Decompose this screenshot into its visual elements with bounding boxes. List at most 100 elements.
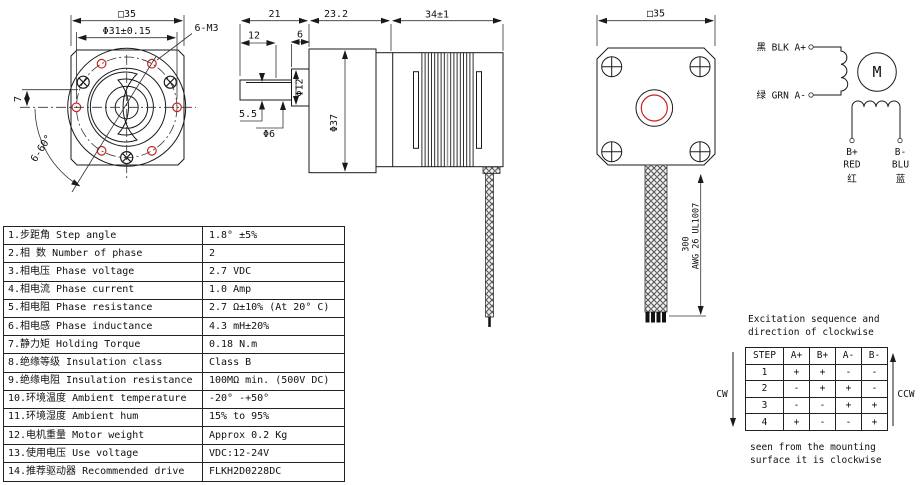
excitation-title-line1: Excitation sequence and — [748, 314, 880, 325]
exc-cell: - — [835, 363, 862, 382]
spec-label: 1.步距角 Step angle — [3, 225, 203, 246]
b-neg-color-label: BLU — [892, 160, 909, 171]
spec-value: 1.0 Amp — [202, 280, 345, 300]
spec-label: 10.环境温度 Ambient temperature — [3, 389, 203, 409]
b-pos-cn-label: 红 — [847, 173, 857, 185]
spec-value: 2.7 VDC — [202, 262, 345, 282]
dim-bolt-circle: Φ31±0.15 — [103, 26, 151, 37]
exc-cell: - — [861, 380, 888, 398]
table-row: 2 - + + - — [745, 380, 888, 398]
dim-flat-length: 12 — [248, 31, 260, 42]
rear-view-drawing: □35 300 AWG 26 UL1007 — [596, 9, 716, 323]
motor-symbol: M — [872, 63, 881, 81]
exc-cell: + — [809, 363, 836, 382]
spec-label: 14.推荐驱动器 Recommended drive — [3, 462, 203, 482]
spec-value: 4.3 mH±20% — [202, 316, 345, 337]
dim-boss-dia: Φ12 — [295, 78, 306, 96]
spec-value: 100MΩ min. (500V DC) — [202, 371, 345, 391]
assembly-screws — [76, 75, 177, 165]
exc-header: STEP — [745, 347, 784, 365]
lead-cable — [644, 164, 668, 313]
front-view-drawing: □35 Φ31±0.15 6-M3 7 6-60° — [13, 9, 219, 193]
spec-label: 12.电机重量 Motor weight — [3, 426, 203, 446]
exc-cell: + — [835, 380, 862, 398]
corner-screws — [601, 56, 711, 163]
excitation-table: STEP A+ B+ A- B- 1 + + - - 2 - + + - 3 -… — [745, 347, 888, 431]
exc-cell: 4 — [745, 413, 784, 431]
b-neg-cn-label: 蓝 — [896, 173, 906, 185]
ccw-label: CCW — [897, 389, 914, 400]
spec-value: 0.18 N.m — [202, 335, 345, 355]
exc-header: A- — [835, 347, 862, 365]
exc-cell: - — [783, 380, 810, 398]
phase-a-pos-label: 黑 BLK A+ — [756, 43, 806, 54]
exc-cell: 2 — [745, 380, 784, 398]
spec-value: 2 — [202, 244, 345, 264]
table-row: 10.环境温度 Ambient temperature-20° -+50° — [3, 389, 345, 409]
dim-rear-width: □35 — [647, 9, 665, 20]
spec-label: 2.相 数 Number of phase — [3, 244, 203, 264]
spec-label: 7.静力矩 Holding Torque — [3, 335, 203, 355]
spec-value: FLKH2D0228DC — [202, 462, 345, 482]
dim-offset-7: 7 — [13, 96, 24, 102]
dim-flat-depth: 5.5 — [239, 109, 257, 120]
spec-label: 4.相电流 Phase current — [3, 280, 203, 300]
spec-value: 2.7 Ω±10% (At 20° C) — [202, 298, 345, 318]
b-pos-color-label: RED — [843, 160, 860, 171]
excitation-note: seen from the mounting surface it is clo… — [750, 441, 882, 467]
rear-hub — [635, 89, 674, 127]
motor-lead-wire — [485, 173, 494, 318]
dim-body-dia: Φ37 — [329, 114, 340, 132]
exc-cell: + — [783, 363, 810, 382]
dim-boss-length: 6 — [297, 30, 303, 41]
exc-cell: - — [809, 413, 836, 431]
b-neg-label: B- — [895, 147, 906, 158]
b-pos-label: B+ — [846, 147, 858, 158]
dim-front-width: □35 — [118, 9, 136, 20]
spec-label: 3.相电压 Phase voltage — [3, 262, 203, 282]
exc-cell: - — [861, 363, 888, 382]
exc-cell: 1 — [745, 363, 784, 382]
spec-value: 15% to 95% — [202, 407, 345, 428]
exc-header: B- — [861, 347, 888, 365]
spec-value: VDC:12-24V — [202, 444, 345, 464]
exc-header: B+ — [809, 347, 836, 365]
spec-value: -20° -+50° — [202, 389, 345, 409]
exc-cell: + — [835, 396, 862, 415]
exc-cell: - — [783, 396, 810, 415]
motor-symbol-circle — [857, 52, 897, 92]
exc-cell: + — [861, 396, 888, 415]
dim-gearbox-length: 23.2 — [324, 9, 348, 20]
table-row: 3 - - + + — [745, 396, 888, 415]
phase-a-coil — [813, 46, 849, 96]
spec-label: 9.绝缘电阻 Insulation resistance — [3, 371, 203, 391]
rotation-arrows: CW CCW — [716, 352, 915, 427]
phase-a-neg-label: 绿 GRN A- — [756, 90, 806, 102]
exc-cell: + — [861, 413, 888, 431]
wiring-diagram: 黑 BLK A+ 绿 GRN A- M B+ RED 红 B- BLU 蓝 — [756, 43, 909, 186]
spec-label: 13.使用电压 Use voltage — [3, 444, 203, 464]
cw-label: CW — [716, 389, 728, 400]
table-row: 1 + + - - — [745, 363, 888, 382]
lead-wires — [645, 312, 666, 323]
motor-laminations — [421, 52, 474, 167]
exc-cell: - — [835, 413, 862, 431]
spec-value: Class B — [202, 353, 345, 373]
excitation-title-line2: direction of clockwise — [748, 327, 874, 338]
exc-cell: + — [783, 413, 810, 431]
dim-holes-label: 6-M3 — [195, 23, 219, 34]
wire-spec-label: AWG 26 UL1007 — [692, 203, 702, 270]
